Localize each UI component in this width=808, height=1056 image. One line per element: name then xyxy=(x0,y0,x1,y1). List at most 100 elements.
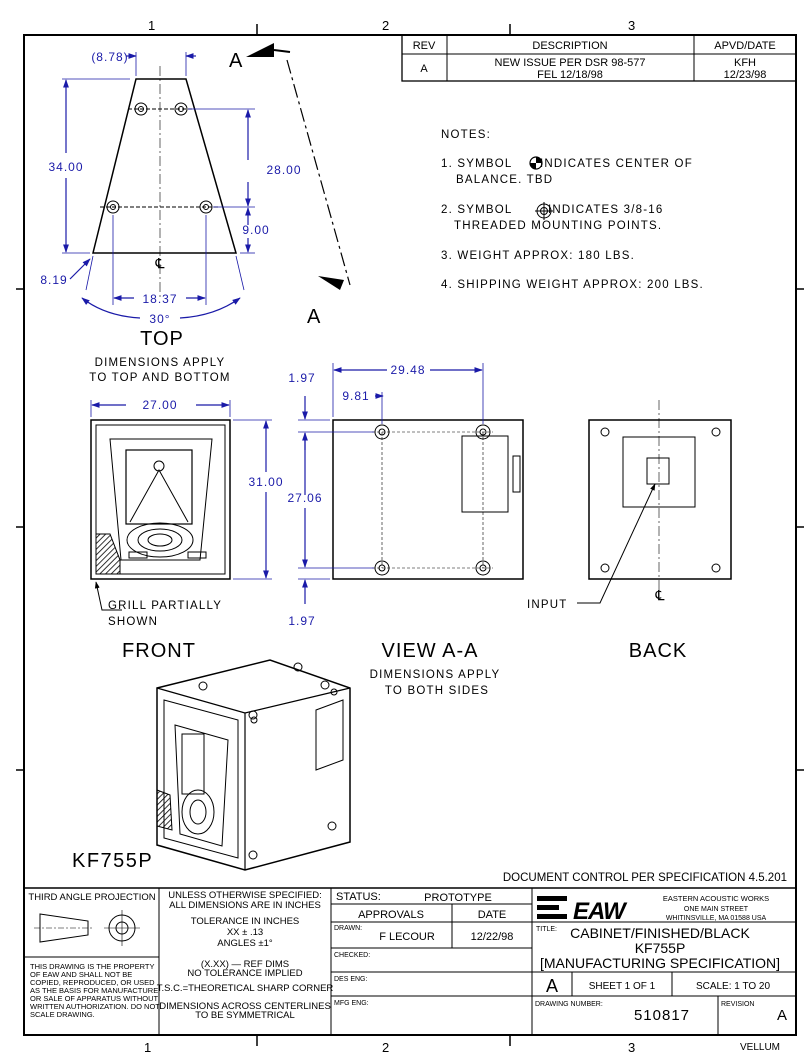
company-logo-text: EAW xyxy=(573,898,628,925)
sheet-number: SHEET 1 OF 1 xyxy=(589,981,656,992)
rev-value: A xyxy=(420,63,428,75)
rev-description-line2: FEL 12/18/98 xyxy=(537,69,603,81)
note-2-b: INDICATES 3/8-16 xyxy=(548,204,664,216)
back-centerline-icon: ℄ xyxy=(655,587,665,603)
view-aa-label: VIEW A-A xyxy=(382,640,479,662)
grill-note-1: GRILL PARTIALLY xyxy=(108,600,222,612)
ref-dims: (X.XX) — REF DIMS xyxy=(201,959,289,970)
company-city: WHITINSVILLE, MA 01588 USA xyxy=(666,915,767,922)
rev-approver: KFH xyxy=(734,57,756,69)
title-label: TITLE: xyxy=(536,926,557,933)
dim-aa-top-offset: 1.97 xyxy=(288,371,315,385)
zone-bottom-1: 1 xyxy=(144,1040,151,1055)
proprietary-line-2: OF EAW AND SHALL NOT BE xyxy=(30,970,132,979)
section-label-top: A xyxy=(229,50,243,72)
note-3: 3. WEIGHT APPROX: 180 LBS. xyxy=(441,250,635,262)
dim-front-height: 31.00 xyxy=(248,475,283,489)
tolerance-angles: ANGLES ±1° xyxy=(217,938,273,949)
title-line-1: CABINET/FINISHED/BLACK xyxy=(570,925,750,941)
drawing-scale: SCALE: 1 TO 20 xyxy=(696,981,771,992)
drawing-size: A xyxy=(546,976,558,996)
drawn-date: 12/22/98 xyxy=(471,931,514,943)
apvd-date-header: APVD/DATE xyxy=(714,40,776,52)
description-header: DESCRIPTION xyxy=(532,40,607,52)
view-aa xyxy=(298,363,524,604)
dim-top-depth: 34.00 xyxy=(48,160,83,174)
top-centerline-icon: ℄ xyxy=(155,255,165,271)
dim-aa-hole-width: 29.48 xyxy=(390,363,425,377)
top-view-note-2: TO TOP AND BOTTOM xyxy=(89,372,230,384)
approvals-header: APPROVALS xyxy=(358,909,424,921)
third-angle-projection-icon xyxy=(34,910,140,946)
dim-front-width: 27.00 xyxy=(142,398,177,412)
drawn-by: F LECOUR xyxy=(379,931,435,943)
symmetry-line-1: DIMENSIONS ACROSS CENTERLINES xyxy=(159,1001,331,1012)
notes: NOTES: 1. SYMBOL INDICATES CENTER OF BAL… xyxy=(441,129,704,291)
no-tolerance: NO TOLERANCE IMPLIED xyxy=(187,968,302,979)
view-aa-note-1: DIMENSIONS APPLY xyxy=(370,669,501,681)
dim-aa-hole-height: 27.06 xyxy=(287,491,322,505)
section-arrow-top xyxy=(246,43,274,57)
top-view-label: TOP xyxy=(140,328,184,350)
drawing-number-label: DRAWING NUMBER: xyxy=(535,1001,603,1008)
status-value: PROTOTYPE xyxy=(424,892,492,904)
rev-date: 12/23/98 xyxy=(724,69,767,81)
dim-top-overall-width: (8.78) xyxy=(91,50,128,64)
mounting-point-icon xyxy=(535,202,553,220)
zone-top-3: 3 xyxy=(628,18,635,33)
mfg-eng-label: MFG ENG: xyxy=(334,1000,369,1007)
proprietary-line-7: SCALE DRAWING. xyxy=(30,1010,95,1019)
zone-bottom-2: 2 xyxy=(382,1040,389,1055)
revision-value: A xyxy=(777,1007,787,1024)
proprietary-line-5: OR SALE OF APPARATUS WITHOUT xyxy=(30,994,158,1003)
note-1-line2: BALANCE. TBD xyxy=(456,174,553,186)
spec-line-1: UNLESS OTHERWISE SPECIFIED: xyxy=(168,890,321,901)
rev-header: REV xyxy=(413,40,436,52)
top-view-note-1: DIMENSIONS APPLY xyxy=(95,357,226,369)
revision-block: REV DESCRIPTION APVD/DATE A NEW ISSUE PE… xyxy=(401,34,797,82)
notes-title: NOTES: xyxy=(441,129,491,141)
proprietary-line-1: THIS DRAWING IS THE PROPERTY xyxy=(30,962,154,971)
proprietary-line-4: AS THE BASIS FOR MANUFACTURE xyxy=(30,986,158,995)
section-label-bottom: A xyxy=(307,306,321,328)
note-2-line2: THREADED MOUNTING POINTS. xyxy=(454,220,662,232)
revision-label: REVISION xyxy=(721,1001,754,1008)
note-4: 4. SHIPPING WEIGHT APPROX: 200 LBS. xyxy=(441,279,704,291)
date-header: DATE xyxy=(478,909,507,921)
company-name: EASTERN ACOUSTIC WORKS xyxy=(663,894,769,903)
zone-top-1: 1 xyxy=(148,18,155,33)
top-view xyxy=(62,52,255,319)
proprietary-line-3: COPIED, REPRODUCED, OR USED xyxy=(30,978,155,987)
input-label: INPUT xyxy=(527,599,568,611)
footer-stamp: VELLUM xyxy=(740,1042,780,1053)
back-view xyxy=(577,400,732,604)
dim-top-hole-spacing: 28.00 xyxy=(266,163,301,177)
note-1-b: INDICATES CENTER OF xyxy=(540,158,693,170)
section-cut-line xyxy=(246,43,351,290)
title-block xyxy=(23,887,797,1036)
center-of-balance-icon xyxy=(529,156,543,170)
company-street: ONE MAIN STREET xyxy=(684,906,749,913)
spec-line-2: ALL DIMENSIONS ARE IN INCHES xyxy=(169,900,321,911)
isometric-view xyxy=(156,659,351,871)
checked-label: CHECKED: xyxy=(334,952,370,959)
back-view-label: BACK xyxy=(629,640,687,662)
title-line-3: [MANUFACTURING SPECIFICATION] xyxy=(540,955,780,971)
model-label: KF755P xyxy=(72,850,153,872)
eaw-logo-icon xyxy=(537,896,567,919)
tsc-note: T.S.C.=THEORETICAL SHARP CORNER xyxy=(157,983,334,994)
rev-description-line1: NEW ISSUE PER DSR 98-577 xyxy=(495,57,646,69)
des-eng-label: DES ENG: xyxy=(334,976,368,983)
note-2-a: 2. SYMBOL xyxy=(441,204,513,216)
zone-ticks xyxy=(16,24,804,1046)
drawing-number: 510817 xyxy=(634,1007,690,1024)
projection-label: THIRD ANGLE PROJECTION xyxy=(28,892,155,903)
document-control-note: DOCUMENT CONTROL PER SPECIFICATION 4.5.2… xyxy=(503,872,787,884)
proprietary-line-6: WRITTEN AUTHORIZATION. DO NOT xyxy=(30,1002,160,1011)
grill-note-2: SHOWN xyxy=(108,616,158,628)
tolerance-title: TOLERANCE IN INCHES xyxy=(191,916,300,927)
zone-bottom-3: 3 xyxy=(628,1040,635,1055)
front-view xyxy=(90,400,272,611)
title-line-2: KF755P xyxy=(635,940,686,956)
